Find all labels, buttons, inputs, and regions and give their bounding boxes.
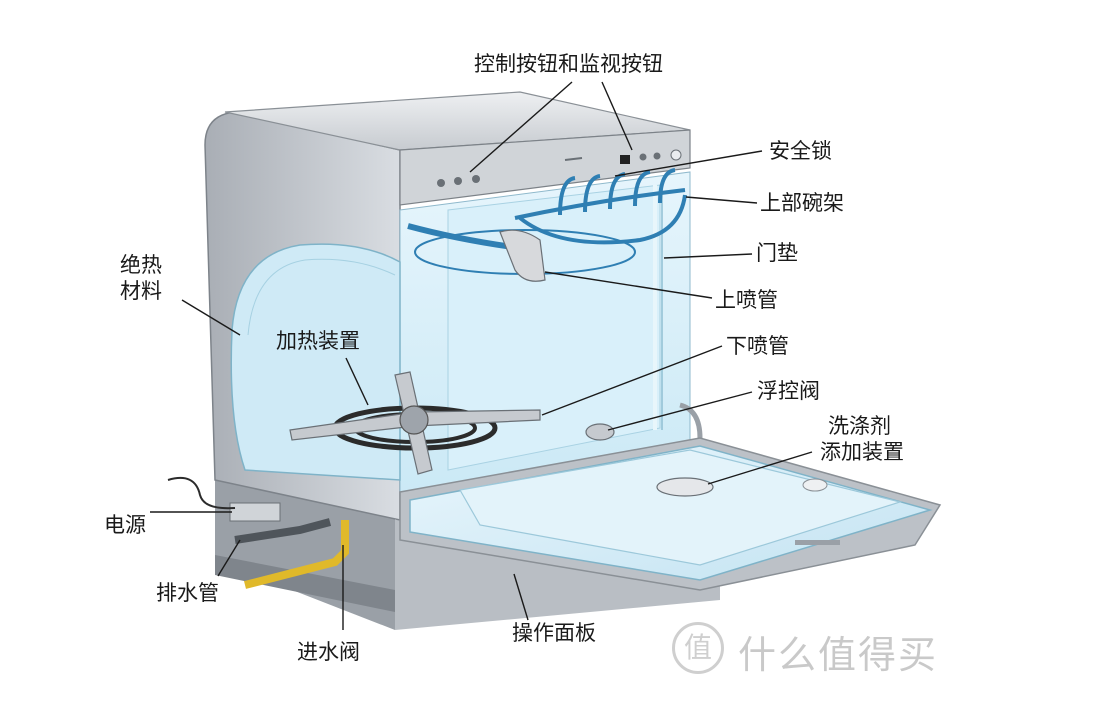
label-float-valve: 浮控阀 (757, 379, 820, 403)
label-upper-rack: 上部碗架 (760, 191, 844, 215)
leader-lines (150, 81, 813, 630)
label-power: 电源 (104, 513, 146, 537)
control-panel (399, 129, 691, 206)
label-lower-spray-arm: 下喷管 (726, 334, 789, 358)
inlet-pipe (244, 520, 349, 589)
label-insulation: 绝热 材料 (120, 252, 162, 304)
label-safety-lock: 安全锁 (769, 139, 832, 163)
label-door-panel: 操作面板 (512, 621, 596, 645)
label-detergent-line2: 添加装置 (820, 440, 904, 464)
label-insulation-line1: 绝热 (120, 253, 162, 277)
label-heater: 加热装置 (276, 329, 360, 353)
watermark-logo-icon: 值 (672, 622, 724, 674)
power-cord (167, 476, 236, 510)
label-door-gasket: 门垫 (756, 241, 798, 265)
lower-spray-arm (289, 371, 541, 475)
upper-spray-arm (414, 229, 636, 282)
open-door (399, 437, 942, 591)
label-control-buttons: 控制按钮和监视按钮 (474, 52, 663, 76)
label-drain-pipe: 排水管 (156, 581, 219, 605)
label-detergent-line1: 洗涤剂 (828, 414, 891, 438)
watermark-text: 什么值得买 (738, 633, 939, 677)
label-insulation-line2: 材料 (120, 279, 162, 303)
float-valve (585, 402, 703, 441)
watermark: 值 什么值得买 (672, 620, 962, 680)
label-upper-spray-arm: 上喷管 (715, 288, 778, 312)
label-detergent-dispenser: 洗涤剂 添加装置 (820, 413, 904, 465)
label-inlet-valve: 进水阀 (297, 640, 360, 664)
